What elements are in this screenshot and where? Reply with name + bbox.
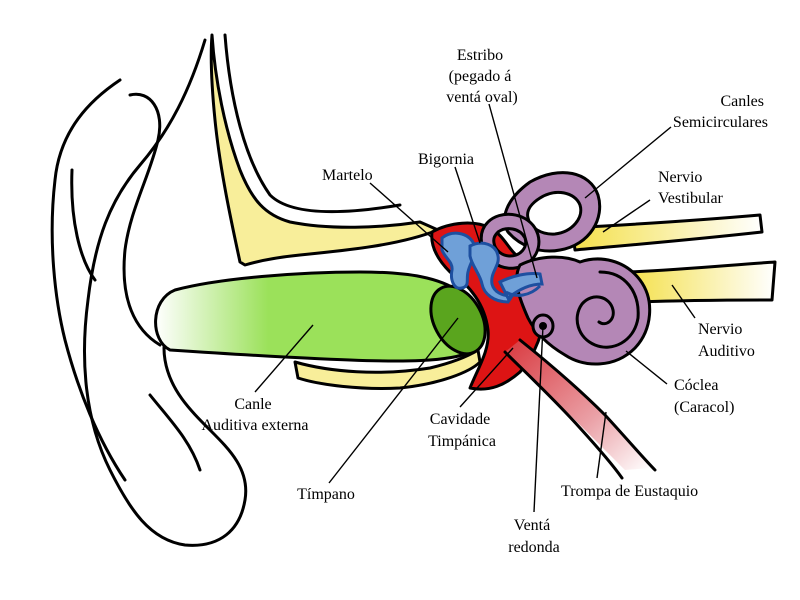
leader-canle: [254, 324, 314, 393]
label-martelo: Martelo: [322, 167, 373, 184]
label-canles-semicirculares: Canles Semicirculares: [673, 93, 768, 131]
leader-lines: [254, 103, 696, 513]
label-trompa-de-eustaquio: Trompa de Eustaquio: [561, 483, 698, 500]
leader-nervio-auditivo: [671, 284, 696, 319]
label-nervio-auditivo: Nervio Auditivo: [698, 321, 755, 360]
pinna: [50, 38, 248, 547]
label-coclea: Cóclea (Caracol): [674, 377, 734, 416]
leader-estribo: [488, 103, 538, 279]
eardrum: [429, 284, 487, 356]
vestibular-nerve: [570, 213, 764, 252]
leader-nervio-vestibular: [602, 199, 651, 233]
leader-venta-redonda: [533, 325, 544, 513]
label-cavidade-timpanica: Cavidade Timpánica: [428, 411, 496, 450]
leader-martelo: [369, 182, 449, 253]
leader-trompa: [596, 411, 607, 479]
label-canle-auditiva-externa: Canle Auditiva externa: [201, 396, 308, 434]
label-estribo: Estribo (pegado á ventá oval): [446, 47, 518, 106]
leader-cavidade: [459, 347, 514, 408]
label-timpano: Tímpano: [297, 486, 355, 503]
ear-canal: [154, 270, 479, 363]
leader-canles: [584, 126, 672, 199]
labels: Estribo (pegado á ventá oval) Canles Sem…: [201, 47, 768, 556]
ossicles: [440, 231, 544, 304]
label-venta-redonda: Ventá redonda: [508, 517, 560, 556]
leader-coclea: [625, 350, 668, 385]
label-nervio-vestibular: Nervio Vestibular: [658, 169, 724, 207]
semicircular-canals: [479, 171, 602, 270]
temporal-bone-upper: [209, 33, 440, 267]
label-bigornia: Bigornia: [418, 151, 474, 168]
leader-bigornia: [454, 166, 481, 244]
leader-timpano: [328, 317, 459, 484]
auditory-nerve: [626, 260, 777, 304]
